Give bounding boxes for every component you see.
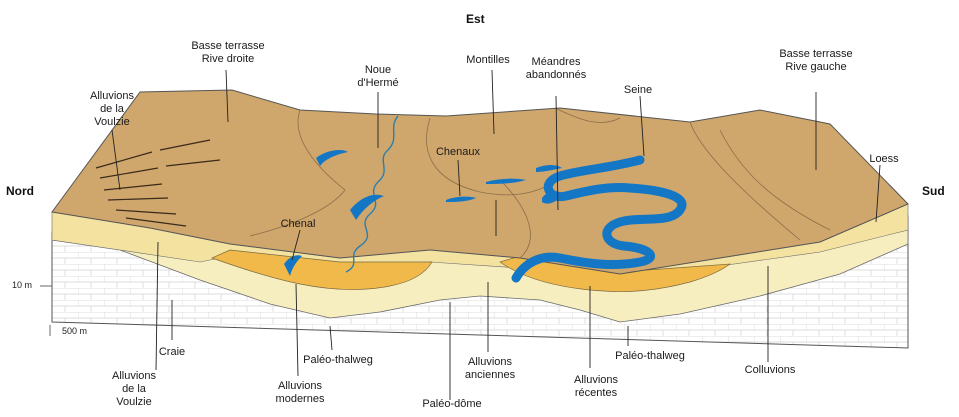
- vertical-scale-label: 10 m: [12, 280, 32, 290]
- label-paleo-dome: Paléo-dôme: [422, 398, 481, 411]
- label-alluvions-voulzie-bottom: Alluvions de la Voulzie: [112, 370, 156, 409]
- label-meandres-abandonnes: Méandres abandonnés: [526, 56, 587, 82]
- label-loess: Loess: [869, 153, 898, 166]
- label-craie: Craie: [159, 346, 185, 359]
- label-paleo-thalweg-right: Paléo-thalweg: [615, 350, 685, 363]
- label-basse-terrasse-rive-gauche: Basse terrasse Rive gauche: [779, 48, 852, 74]
- scale-ticks: [40, 286, 52, 336]
- label-basse-terrasse-rive-droite: Basse terrasse Rive droite: [191, 40, 264, 66]
- direction-east: Est: [466, 12, 485, 26]
- label-alluvions-recentes: Alluvions récentes: [574, 374, 618, 400]
- direction-north: Nord: [6, 184, 34, 198]
- label-chenal: Chenal: [281, 218, 316, 231]
- label-colluvions: Colluvions: [745, 364, 796, 377]
- label-chenaux: Chenaux: [436, 146, 480, 159]
- label-alluvions-voulzie-top: Alluvions de la Voulzie: [90, 90, 134, 129]
- label-seine: Seine: [624, 84, 652, 97]
- label-montilles: Montilles: [466, 54, 509, 67]
- label-alluvions-anciennes: Alluvions anciennes: [465, 356, 515, 382]
- label-noue-dherme: Noue d'Hermé: [357, 64, 398, 90]
- label-alluvions-modernes: Alluvions modernes: [276, 380, 325, 406]
- horizontal-scale-label: 500 m: [62, 326, 87, 336]
- label-paleo-thalweg-left: Paléo-thalweg: [303, 354, 373, 367]
- direction-south: Sud: [922, 184, 945, 198]
